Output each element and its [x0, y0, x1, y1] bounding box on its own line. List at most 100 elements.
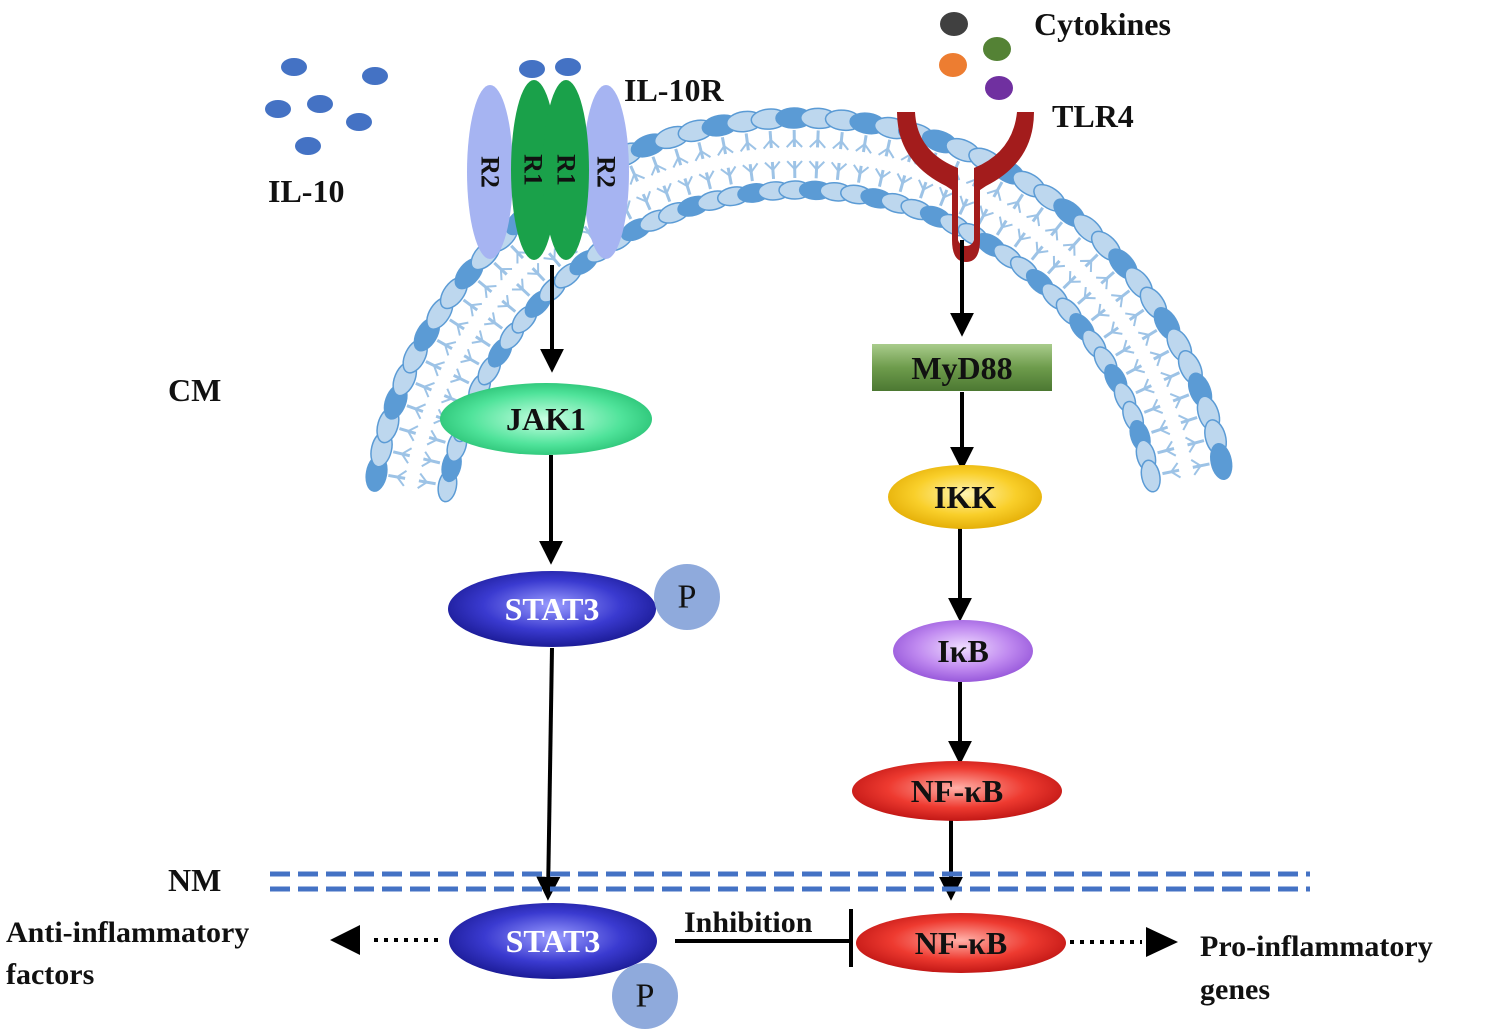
- lipid-tail: [1160, 371, 1173, 388]
- lipid-tail: [808, 160, 825, 171]
- r2-right-subunit: [583, 85, 629, 259]
- lipid-tail: [878, 147, 895, 159]
- nm-label: NM: [168, 862, 221, 898]
- lipid-tail: [1169, 392, 1182, 409]
- nfkb-nucleus-node: NF-κB: [856, 913, 1066, 973]
- r1-left-label: R1: [519, 154, 548, 186]
- stat3-ellipse: [449, 903, 657, 979]
- lipid-tail: [1083, 286, 1096, 300]
- lipid-tail: [527, 263, 540, 276]
- lipid-tail: [1111, 294, 1124, 308]
- lipid-tail: [1142, 378, 1155, 394]
- lipid-tail: [1006, 200, 1022, 214]
- lipid-tail: [443, 341, 457, 356]
- myd88-node: MyD88: [872, 344, 1052, 391]
- lipid-tail: [1097, 303, 1110, 317]
- cm-label: CM: [168, 372, 221, 408]
- lipid-tail: [484, 284, 497, 298]
- il10-dot: [519, 60, 545, 78]
- r2-left-label: R2: [476, 156, 505, 188]
- lipid-tail: [785, 137, 803, 148]
- lipid-tail: [1190, 458, 1203, 476]
- nfkb-ellipse: [852, 761, 1062, 821]
- stat3-ellipse: [448, 571, 656, 647]
- lipid-tail: [1158, 419, 1171, 436]
- nuclear-membrane: [270, 871, 1310, 892]
- lipid-tail: [629, 172, 645, 185]
- lipid-tail: [456, 321, 469, 336]
- il10r-label: IL-10R: [624, 72, 724, 108]
- lipid-tail: [432, 361, 445, 377]
- il10-dot: [265, 100, 291, 118]
- lipid-tail: [656, 182, 672, 195]
- lipid-tail: [998, 216, 1013, 229]
- lipid-tail: [939, 186, 955, 199]
- lipid-tail: [896, 173, 913, 185]
- r1-right-label: R1: [552, 154, 581, 186]
- lipid-tail: [636, 190, 651, 203]
- lipid-tail: [497, 295, 510, 308]
- lipid-tail: [1122, 339, 1135, 354]
- ikb-node: IκB: [893, 620, 1033, 682]
- lipid-tail: [853, 164, 870, 176]
- lipid-tail: [1080, 259, 1093, 273]
- lipid-tail: [450, 368, 463, 383]
- lipid-tail: [1184, 436, 1197, 453]
- lipid-tail: [406, 425, 419, 442]
- arrow-stat3-to-nucleus: [536, 647, 561, 901]
- jak1-node: JAK1: [440, 383, 652, 455]
- jak1-label: JAK1: [506, 401, 586, 437]
- stat3-cytoplasm-node: STAT3 P: [448, 564, 720, 647]
- lipid-tail: [918, 179, 934, 192]
- il10-dot: [307, 95, 333, 113]
- lipid-tail: [694, 149, 712, 162]
- myd88-box: [872, 344, 1052, 391]
- pathway-arrows: [536, 240, 974, 901]
- lipid-tail: [1137, 331, 1151, 346]
- myd88-label: MyD88: [911, 350, 1012, 386]
- lipid-tail: [764, 160, 781, 172]
- nfkb-ellipse: [856, 913, 1066, 973]
- anti-inflammatory-label-line1: Anti-inflammatory: [6, 916, 249, 949]
- lipid-tail: [762, 138, 780, 150]
- phospho-circle: [612, 963, 678, 1029]
- il10-ligand-dots: [265, 58, 581, 155]
- lipid-tail: [400, 447, 413, 464]
- pro-inflammatory-label-line1: Pro-inflammatory: [1200, 930, 1433, 963]
- phospholipid-head: [1140, 459, 1161, 493]
- lipid-tail: [1045, 228, 1059, 241]
- lipid-tail: [650, 163, 667, 176]
- lipid-tail: [471, 330, 484, 344]
- nfkb-label: NF-κB: [915, 925, 1007, 961]
- lipid-tail: [414, 403, 427, 420]
- lipid-tail: [469, 302, 482, 317]
- lipid-tail: [830, 161, 848, 173]
- tlr4-receptor: [897, 112, 1034, 262]
- lipid-tail: [717, 144, 734, 157]
- ikk-ellipse: [888, 465, 1042, 529]
- r2-left-subunit: [467, 85, 513, 259]
- lipid-tail: [874, 167, 891, 180]
- lipid-tail: [1169, 462, 1182, 479]
- il10-dot: [295, 137, 321, 155]
- lipid-tail: [422, 382, 435, 398]
- lipid-tail: [417, 472, 429, 489]
- lipid-tail: [1149, 351, 1163, 367]
- stat3-label: STAT3: [505, 591, 600, 627]
- pro-inflammatory-label-line2: genes: [1200, 973, 1270, 1006]
- lipid-tail: [395, 469, 408, 487]
- stat3-nucleus-node: STAT3 P: [449, 903, 678, 1029]
- lipid-tail: [1035, 241, 1049, 254]
- lipid-tail: [1151, 398, 1164, 415]
- nfkb-cytoplasm-node: NF-κB: [852, 761, 1062, 821]
- lipid-tail: [739, 140, 757, 152]
- lipid-tail: [1063, 243, 1076, 256]
- lipid-tail: [720, 165, 737, 178]
- lipid-tail: [698, 170, 715, 182]
- lipid-tail: [986, 188, 1002, 201]
- output-arrows: [330, 925, 1178, 957]
- ikk-node: IKK: [888, 465, 1042, 529]
- phospho-circle: [654, 564, 720, 630]
- pro-output-arrowhead: [1146, 927, 1178, 957]
